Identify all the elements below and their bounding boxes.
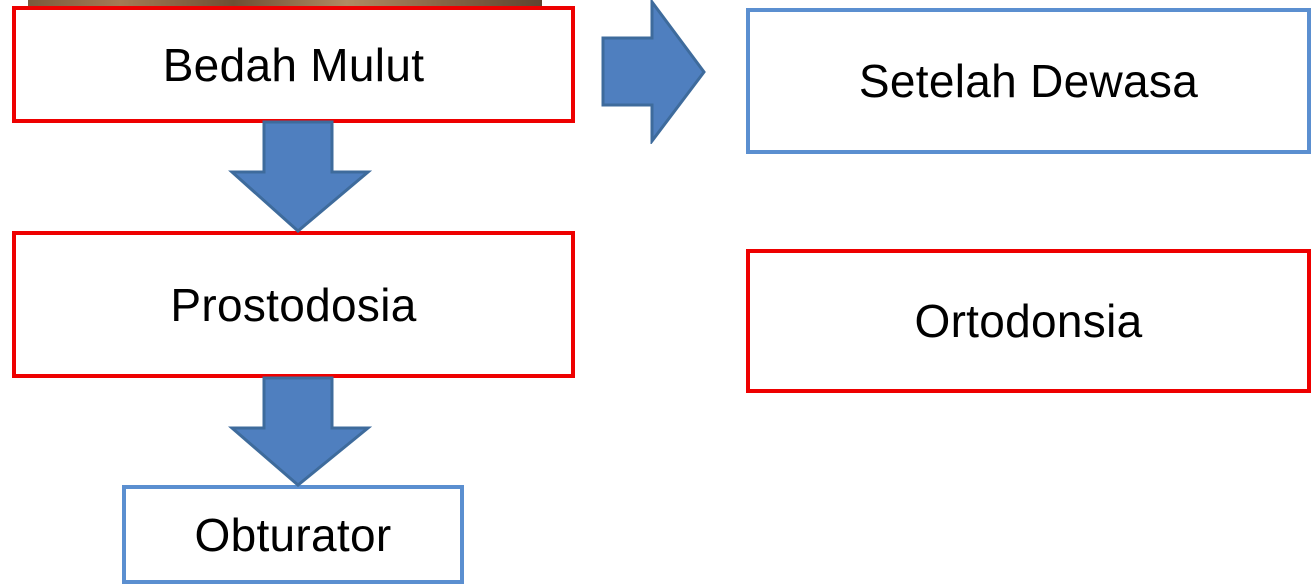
node-setelah-dewasa-label: Setelah Dewasa bbox=[858, 55, 1199, 107]
node-bedah-mulut: Bedah Mulut bbox=[12, 6, 575, 123]
node-bedah-mulut-label: Bedah Mulut bbox=[162, 38, 425, 91]
node-obturator: Obturator bbox=[122, 485, 464, 584]
arrow-down-icon bbox=[228, 376, 372, 487]
arrow-down-icon bbox=[228, 120, 372, 233]
arrow-down-shape bbox=[228, 120, 372, 233]
node-ortodonsia-label: Ortodonsia bbox=[914, 295, 1143, 347]
arrow-down-shape bbox=[228, 376, 372, 487]
node-ortodonsia: Ortodonsia bbox=[746, 249, 1311, 393]
node-prostodosia: Prostodosia bbox=[12, 231, 575, 378]
node-setelah-dewasa: Setelah Dewasa bbox=[746, 8, 1311, 154]
node-prostodosia-label: Prostodosia bbox=[170, 278, 417, 331]
arrow-right-shape bbox=[601, 0, 706, 144]
node-obturator-label: Obturator bbox=[194, 508, 392, 561]
photo-strip bbox=[28, 0, 542, 7]
arrow-right-icon bbox=[601, 0, 706, 144]
